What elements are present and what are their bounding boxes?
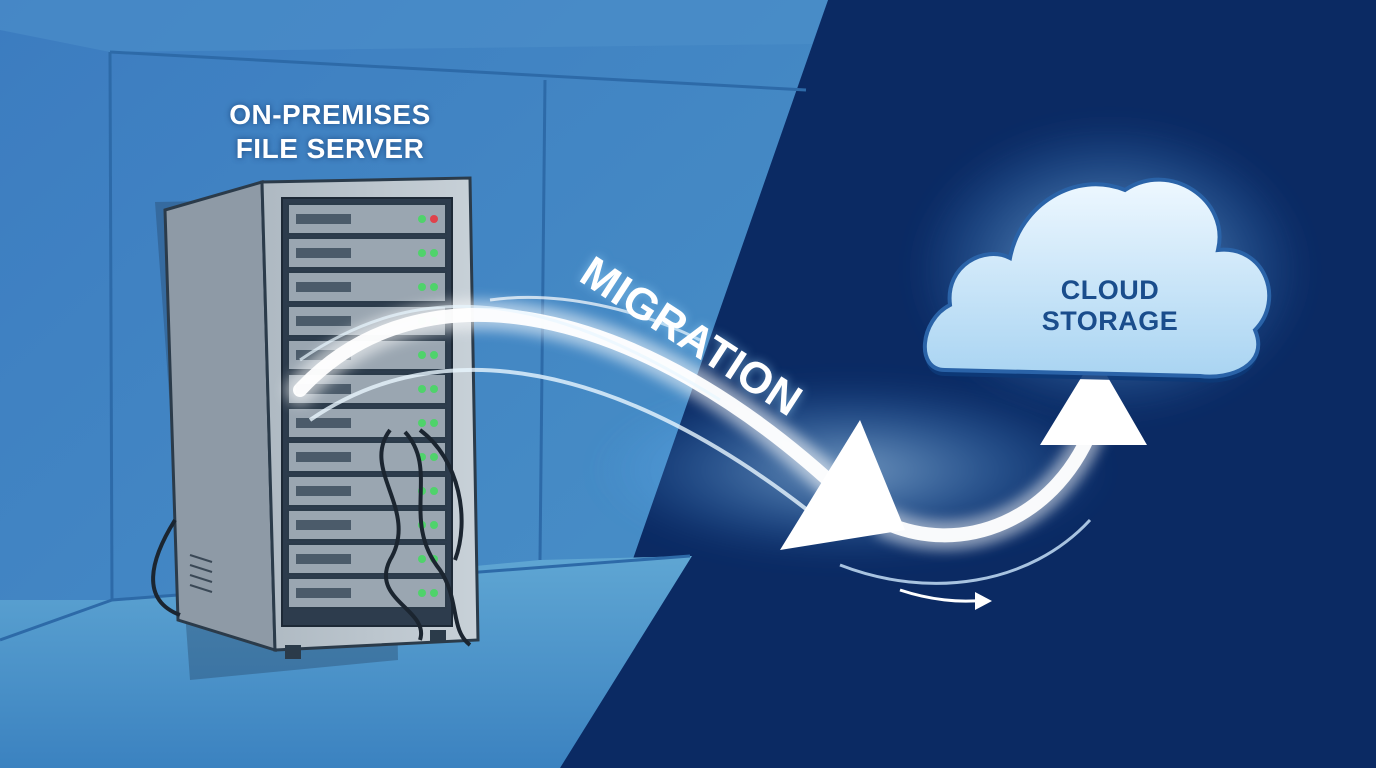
status-led <box>418 283 426 291</box>
side-vent <box>189 554 213 593</box>
server-rack-icon <box>151 176 480 680</box>
status-led <box>418 215 426 223</box>
cloud-title-line1: CLOUD <box>1060 275 1160 305</box>
status-led <box>430 385 438 393</box>
drive-slot <box>296 554 351 564</box>
wall-edge <box>109 50 807 92</box>
status-led <box>430 283 438 291</box>
drive-slot <box>296 214 351 224</box>
cable <box>151 518 181 617</box>
arrow-streak <box>308 367 822 522</box>
cloud-title-line2: STORAGE <box>1041 306 1179 336</box>
arrow-stream <box>293 308 857 507</box>
cable <box>379 428 424 641</box>
cloud-title: CLOUD STORAGE <box>1010 275 1210 337</box>
server-title-line2: FILE SERVER <box>235 133 425 164</box>
drive-slot <box>296 282 351 292</box>
status-led <box>430 487 438 495</box>
upward-stream <box>873 413 1102 543</box>
room-floor <box>0 556 692 768</box>
floor-edge <box>0 598 113 642</box>
wall-corner <box>108 51 114 601</box>
rack-side-panel <box>163 180 277 653</box>
drive-slot <box>296 418 351 428</box>
server-title-line1: ON-PREMISES <box>229 99 431 130</box>
drive-slot <box>296 384 351 394</box>
cloud-shape <box>922 177 1272 379</box>
arrow-head-up <box>1040 355 1147 445</box>
status-led <box>418 589 426 597</box>
arrow-streak <box>839 518 1092 585</box>
status-led <box>430 589 438 597</box>
status-led <box>418 555 426 563</box>
drive-slot <box>296 486 351 496</box>
cable <box>418 428 464 561</box>
status-led <box>430 453 438 461</box>
drive-slot <box>296 248 351 258</box>
status-led <box>430 521 438 529</box>
status-led <box>418 249 426 257</box>
drive-slot <box>296 588 351 598</box>
cable <box>403 430 472 647</box>
rack-foot <box>285 645 301 659</box>
arrow-streak <box>489 295 701 342</box>
rack-foot <box>430 630 446 642</box>
status-led <box>430 351 438 359</box>
cloud-icon <box>922 177 1272 383</box>
status-led <box>430 249 438 257</box>
status-led <box>418 385 426 393</box>
ceiling-beam <box>0 0 828 52</box>
server-title: ON-PREMISES FILE SERVER <box>200 98 460 166</box>
drive-slot <box>296 316 351 326</box>
small-arrow-head <box>975 592 992 610</box>
status-led <box>418 351 426 359</box>
arrow-streak <box>299 304 721 402</box>
flow-arrow-icon <box>285 295 1147 610</box>
status-led <box>430 215 438 223</box>
status-led <box>430 419 438 427</box>
drive-slot <box>296 520 351 530</box>
status-led <box>418 419 426 427</box>
drive-slot <box>296 452 351 462</box>
